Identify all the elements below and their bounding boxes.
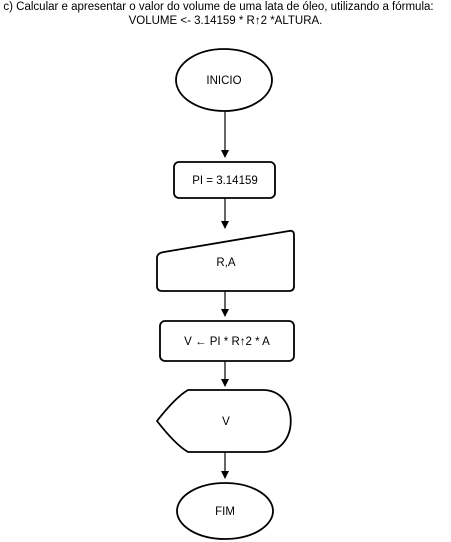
- assign-pi-label: PI = 3.14159: [192, 175, 258, 187]
- compute-shape: [159, 320, 295, 362]
- compute-label: V ← PI * R↑2 * A: [184, 336, 270, 348]
- input-node: R,A: [156, 229, 295, 292]
- start-shape: [175, 48, 273, 112]
- end-label: FIM: [215, 506, 235, 518]
- input-shape: [156, 229, 295, 292]
- title-line-1: c) Calcular e apresentar o valor do volu…: [3, 1, 434, 13]
- assign-pi-shape: [173, 161, 276, 199]
- assign-pi-node: PI = 3.14159: [173, 161, 276, 199]
- output-shape: [155, 389, 292, 453]
- exercise-title: c) Calcular e apresentar o valor do volu…: [0, 0, 451, 28]
- compute-node: V ← PI * R↑2 * A: [159, 320, 295, 362]
- end-node: FIM: [176, 482, 274, 540]
- title-line-2: VOLUME <- 3.14159 * R↑2 *ALTURA.: [128, 15, 323, 27]
- start-node: INICIO: [175, 48, 273, 112]
- start-label: INICIO: [206, 75, 241, 87]
- input-label: R,A: [216, 257, 236, 269]
- end-shape: [176, 482, 274, 540]
- output-node: V: [155, 389, 292, 453]
- output-label: V: [222, 416, 230, 428]
